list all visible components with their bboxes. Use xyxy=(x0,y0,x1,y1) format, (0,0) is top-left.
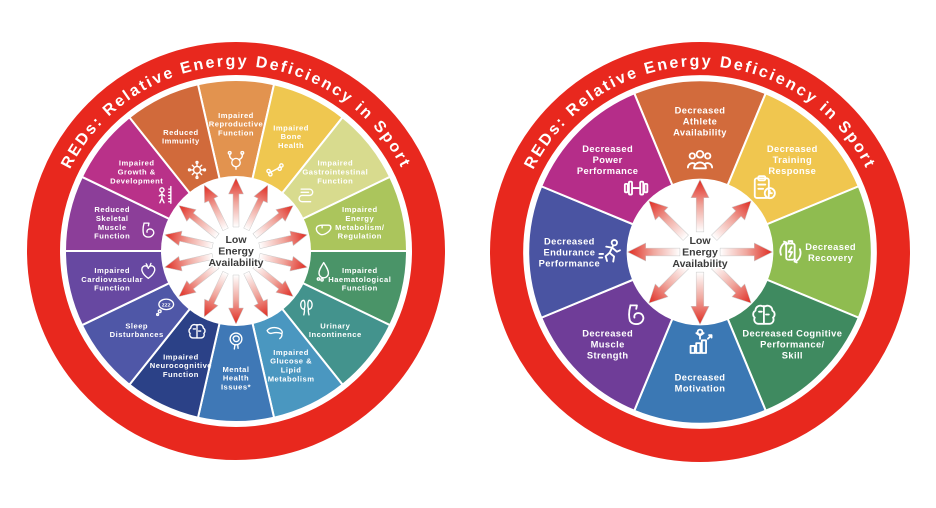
pancreas-icon xyxy=(266,326,283,340)
radiating-arrow xyxy=(690,271,710,325)
center-circle xyxy=(161,176,311,326)
performance-consequences-wheel-svg: REDs: Relative Energy Deficiency in Spor… xyxy=(490,42,910,462)
radiating-arrow xyxy=(243,184,268,231)
dumbbell-icon xyxy=(623,180,649,196)
battery-recharge-icon xyxy=(779,240,802,264)
radiating-arrow xyxy=(164,253,214,272)
uterus-icon xyxy=(227,150,245,170)
radiating-arrow xyxy=(228,274,244,325)
kidneys-icon xyxy=(300,299,313,316)
clipboard-clock-icon xyxy=(753,175,776,200)
outer-ring xyxy=(27,42,445,460)
radiating-arrow xyxy=(258,230,308,249)
radiating-arrow xyxy=(204,184,229,231)
radiating-arrow xyxy=(204,271,229,318)
virus-icon xyxy=(187,160,207,180)
intestine-icon xyxy=(298,188,314,203)
radiating-arrow xyxy=(648,200,689,241)
bone-icon xyxy=(266,163,284,177)
height-chart-icon xyxy=(158,185,172,204)
brain-icon xyxy=(752,304,776,325)
athletes-group-icon xyxy=(686,149,714,170)
zzz-icon: zzz xyxy=(155,298,175,317)
blood-drop-icon xyxy=(316,261,330,282)
radiating-arrow xyxy=(719,242,773,262)
radiating-arrow xyxy=(228,177,244,228)
runner-icon xyxy=(598,239,621,263)
radiating-arrow xyxy=(711,263,752,304)
bicep-icon xyxy=(628,304,645,326)
heart-icon xyxy=(141,262,156,280)
performance-consequences-wheel: REDs: Relative Energy Deficiency in Spor… xyxy=(489,41,911,463)
wheel-segment xyxy=(633,79,767,254)
radiating-arrow xyxy=(711,200,752,241)
radiating-arrow xyxy=(178,263,220,297)
health-consequences-wheel: REDs: Relative Energy Deficiency in Spor… xyxy=(26,41,446,461)
radiating-arrow xyxy=(252,205,294,239)
radiating-arrow xyxy=(648,263,689,304)
health-consequences-wheel-svg: REDs: Relative Energy Deficiency in Spor… xyxy=(27,42,445,460)
motivation-icon xyxy=(689,328,713,354)
radiating-arrow xyxy=(690,179,710,233)
brain-icon xyxy=(188,323,206,339)
radiating-arrow xyxy=(627,242,681,262)
radiating-arrow xyxy=(252,263,294,297)
svg-text:zzz: zzz xyxy=(162,302,171,308)
bicep-icon xyxy=(142,222,155,238)
outer-ring xyxy=(490,42,910,462)
wheel-segment xyxy=(527,185,702,319)
head-profile-icon xyxy=(229,332,243,350)
radiating-arrow xyxy=(258,253,308,272)
radiating-arrow xyxy=(164,230,214,249)
radiating-arrow xyxy=(243,271,268,318)
liver-icon xyxy=(315,224,332,236)
radiating-arrow xyxy=(178,205,220,239)
